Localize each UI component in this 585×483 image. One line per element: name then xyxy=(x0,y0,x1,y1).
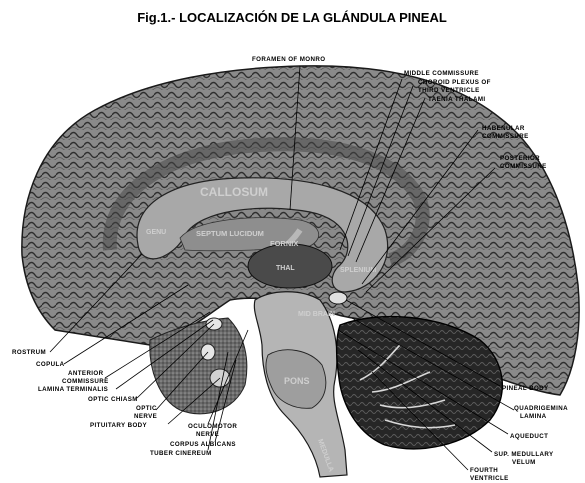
label-posterior-1: POSTERIOR xyxy=(500,155,540,162)
label-posterior-2: COMMISSURE xyxy=(500,163,547,170)
label-optic-nerve-2: NERVE xyxy=(134,413,157,420)
genu-label: GENU xyxy=(146,229,166,236)
label-habenular-1: HABENULAR xyxy=(482,125,525,132)
label-pituitary-body: PITUITARY BODY xyxy=(90,422,148,429)
figure-title: Fig.1.- LOCALIZACIÓN DE LA GLÁNDULA PINE… xyxy=(137,10,447,25)
label-middle-commissure: MIDDLE COMMISSURE xyxy=(404,70,479,77)
label-aqueduct: AQUEDUCT xyxy=(510,433,548,440)
label-choroid-plexus-1: CHOROID PLEXUS OF xyxy=(418,79,491,86)
label-choroid-plexus-2: THIRD VENTRICLE xyxy=(418,87,480,94)
label-corpus-albicans: CORPUS ALBICANS xyxy=(170,441,236,448)
label-optic-chiasm: OPTIC CHIASM xyxy=(88,396,138,403)
fornix-label: FORNIX xyxy=(270,239,298,248)
label-oculomotor-2: NERVE xyxy=(196,431,219,438)
callosum-label: CALLOSUM xyxy=(200,185,268,199)
label-anterior-1: ANTERIOR xyxy=(68,370,104,377)
label-copula: COPULA xyxy=(36,361,65,368)
thalamus-label: THAL xyxy=(276,265,295,272)
septum-lucidum-label: SEPTUM LUCIDUM xyxy=(196,229,264,238)
label-taenia-thalami: TAENIA THALAMI xyxy=(428,96,486,103)
label-tuber-cinereum: TUBER CINEREUM xyxy=(150,450,212,457)
label-anterior-2: COMMISSURE xyxy=(62,378,109,385)
label-oculomotor-1: OCULOMOTOR xyxy=(188,423,237,430)
label-rostrum: ROSTRUM xyxy=(12,349,46,356)
pons-label: PONS xyxy=(284,376,310,386)
label-velum-2: VELUM xyxy=(512,459,536,466)
label-habenular-2: COMMISSURE xyxy=(482,133,529,140)
label-velum-1: SUP. MEDULLARY xyxy=(494,451,554,458)
label-quadrigemina-1: QUADRIGEMINA xyxy=(514,405,568,412)
label-fourth-1: FOURTH xyxy=(470,467,498,474)
label-foramen-of-monro: FORAMEN OF MONRO xyxy=(252,56,325,63)
label-pineal-body: PINEAL BODY xyxy=(502,385,549,392)
label-lamina-terminalis: LAMINA TERMINALIS xyxy=(38,386,108,393)
splenium-label: SPLENIUM xyxy=(340,267,376,274)
mid-brain-label: MID BRAIN xyxy=(298,311,335,318)
label-fourth-2: VENTRICLE xyxy=(470,475,509,482)
label-optic-nerve-1: OPTIC xyxy=(136,405,157,412)
label-quadrigemina-2: LAMINA xyxy=(520,413,547,420)
pineal-body xyxy=(329,292,347,304)
